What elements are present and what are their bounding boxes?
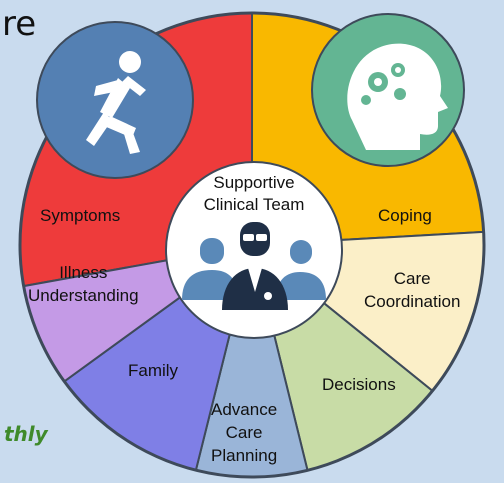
cropped-text-bottom-left: thly (4, 422, 48, 446)
wheel-rim (18, 11, 486, 479)
label-advance-care-line-2: Care (225, 422, 263, 442)
label-decisions: Decisions (322, 375, 396, 394)
label-illness-line-2: Understanding (28, 285, 139, 305)
running-person-icon (36, 21, 194, 179)
clinical-team-icon (182, 222, 326, 310)
label-family: Family (128, 361, 179, 380)
label-symptoms: Symptoms (40, 206, 121, 225)
label-care-coordination-line-2: Coordination (364, 291, 461, 311)
label-advance-care-line-3: Planning (211, 445, 278, 465)
center-title-line-1: Supportive (213, 173, 295, 192)
label-illness-understanding: Illness Understanding (28, 262, 139, 308)
label-care-coordination: Care Coordination (364, 268, 460, 314)
cropped-text-top-left: re (2, 4, 37, 44)
label-advance-care-planning: Advance Care Planning (211, 399, 277, 468)
center-title-line-2: Clinical Team (203, 195, 305, 215)
label-advance-care-line-1: Advance (211, 400, 278, 419)
label-care-coordination-line-1: Care (393, 269, 431, 288)
label-coping: Coping (378, 206, 432, 225)
label-illness-line-1: Illness (59, 263, 108, 282)
head-with-gears-icon (311, 13, 465, 167)
center-title: Supportive Clinical Team (172, 172, 336, 216)
